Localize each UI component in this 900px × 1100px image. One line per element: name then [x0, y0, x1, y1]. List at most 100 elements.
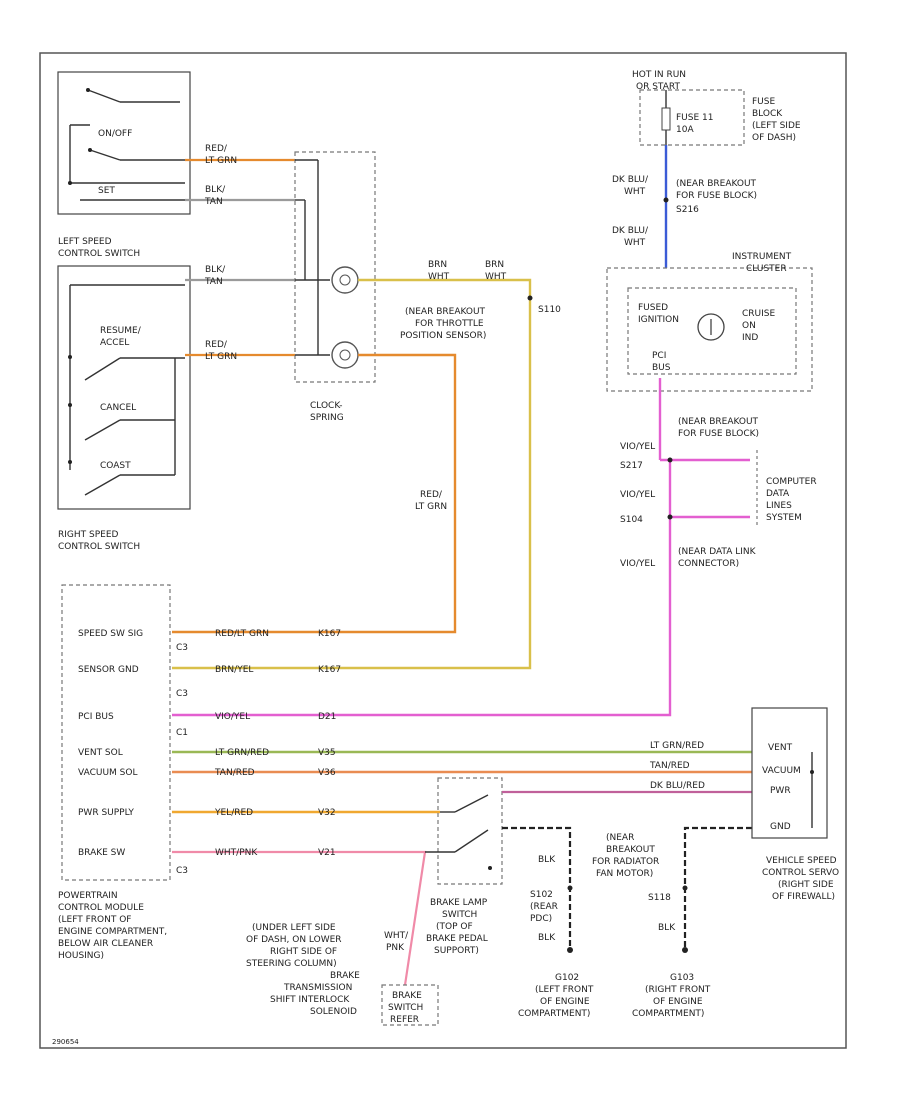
cluster-title-2: CLUSTER — [746, 264, 787, 274]
wire-label-dk-blu-bottom-2: WHT — [624, 238, 646, 248]
servo-title-1: VEHICLE SPEED — [766, 856, 837, 866]
data-system-1: COMPUTER — [766, 477, 817, 487]
right-switch-coast-label: COAST — [100, 461, 131, 471]
brake-lamp-label-3: (TOP OF — [436, 922, 473, 932]
wire-label-red-lt-grn-bottom-1: RED/ — [205, 340, 228, 350]
throttle-note-2: FOR THROTTLE — [415, 319, 484, 329]
left-switch-title-2: CONTROL SWITCH — [58, 249, 140, 259]
right-switch-resume-label-2: ACCEL — [100, 338, 129, 348]
servo-splice: S118 — [648, 893, 671, 903]
wire-label-brn-3: BRN — [485, 260, 504, 270]
servo-pin-pwr: PWR — [770, 786, 791, 796]
interlock-note-8: SOLENOID — [310, 1007, 357, 1017]
data-system-4: SYSTEM — [766, 513, 802, 523]
vehicle-speed-control-servo: VENT VACUUM PWR GND LT GRN/RED TAN/RED D… — [649, 707, 839, 902]
fuse-block: HOT IN RUN OR START FUSE 11 10A FUSE BLO… — [632, 70, 801, 146]
right-switch-resume-label-1: RESUME/ — [100, 326, 142, 336]
ground-g102-note-2: OF ENGINE — [540, 997, 590, 1007]
pcm-wire-5-circuit: V36 — [318, 768, 336, 778]
wire-label-blk-left: BLK — [538, 855, 556, 865]
pcm-wire-4-color: LT GRN/RED — [215, 748, 269, 758]
pcm-wire-4-circuit: V35 — [318, 748, 336, 758]
pcm-wire-2-circuit: K167 — [318, 665, 341, 675]
pcm-pin-sensor-gnd: SENSOR GND — [78, 665, 139, 675]
pcm-wire-7-color: WHT/PNK — [215, 848, 258, 858]
servo-pin-vent: VENT — [768, 743, 793, 753]
ground-g102-note-1: (LEFT FRONT — [535, 985, 594, 995]
clockspring-label-2: SPRING — [310, 413, 344, 423]
wire-label-blk-tan-bottom-2: TAN — [204, 277, 223, 287]
brake-lamp-label-5: SUPPORT) — [434, 946, 479, 956]
wire-label-dk-blu-top-2: WHT — [624, 187, 646, 197]
wire-label-brn-4: WHT — [485, 272, 507, 282]
right-switch-cancel-label: CANCEL — [100, 403, 136, 413]
fuse-to-cluster-wire: DK BLU/ WHT (NEAR BREAKOUT FOR FUSE BLOC… — [612, 145, 757, 268]
interlock-refer-2: SWITCH — [388, 1003, 423, 1013]
pcm-conn-c3b: C3 — [176, 689, 188, 699]
diagram-code: 290654 — [52, 1038, 79, 1046]
left-switch-set-label: SET — [98, 186, 115, 196]
servo-breakout-4: FAN MOTOR) — [596, 869, 653, 879]
powertrain-control-module: SPEED SW SIG C3 SENSOR GND C3 PCI BUS C1… — [58, 584, 188, 961]
cruise-indicator-lamp-icon — [697, 313, 725, 341]
interlock-note-5: BRAKE — [330, 971, 360, 981]
data-breakout-1: (NEAR BREAKOUT — [678, 417, 759, 427]
cluster-cruise-label-3: IND — [742, 333, 758, 343]
servo-breakout-3: FOR RADIATOR — [592, 857, 659, 867]
servo-pin-vacuum: VACUUM — [762, 766, 801, 776]
fuse-splice-label: S216 — [676, 205, 699, 215]
pcm-wire-5-color: TAN/RED — [214, 768, 255, 778]
pcm-wire-3-circuit: D21 — [318, 712, 336, 722]
fuse-note-3: (LEFT SIDE — [752, 121, 801, 131]
data-wire-code-3: VIO/YEL — [620, 559, 655, 569]
fuse-note-4: OF DASH) — [752, 133, 796, 143]
pcm-title-4: ENGINE COMPARTMENT, — [58, 927, 167, 937]
servo-title-4: OF FIREWALL) — [772, 892, 835, 902]
ground-g102-note-3: COMPARTMENT) — [518, 1009, 590, 1019]
pci-data-lines: (NEAR BREAKOUT FOR FUSE BLOCK) VIO/YEL S… — [172, 378, 817, 717]
pcm-conn-c3a: C3 — [176, 643, 188, 653]
brake-lamp-label-4: BRAKE PEDAL — [426, 934, 488, 944]
pcm-pin-pwr-supply: PWR SUPPLY — [78, 808, 134, 818]
pcm-title-2: CONTROL MODULE — [58, 903, 144, 913]
wire-label-dk-blu-bottom-1: DK BLU/ — [612, 226, 649, 236]
wire-label-wht-pnk-2: PNK — [386, 943, 405, 953]
cluster-pci-label-1: PCI — [652, 351, 666, 361]
ground-g103-note-2: OF ENGINE — [653, 997, 703, 1007]
pcm-conn-c1: C1 — [176, 728, 188, 738]
pcm-pin-pci-bus: PCI BUS — [78, 712, 114, 722]
right-speed-control-switch: RESUME/ ACCEL CANCEL COAST RIGHT SPEED C… — [57, 265, 191, 552]
right-switch-title-1: RIGHT SPEED — [58, 530, 119, 540]
interlock-note-2: OF DASH, ON LOWER — [246, 935, 342, 945]
cluster-cruise-label-2: ON — [742, 321, 756, 331]
servo-breakout-2: BREAKOUT — [606, 845, 655, 855]
data-splice-s104: S104 — [620, 515, 643, 525]
fuse-breakout-2: FOR FUSE BLOCK) — [676, 191, 757, 201]
pcm-title-1: POWERTRAIN — [58, 891, 118, 901]
right-switch-title-2: CONTROL SWITCH — [58, 542, 140, 552]
diagram-border — [39, 52, 847, 1049]
wire-label-brn-1: BRN — [428, 260, 447, 270]
cluster-pci-label-2: BUS — [652, 363, 671, 373]
servo-title-2: CONTROL SERVO — [762, 868, 839, 878]
data-splice-s217: S217 — [620, 461, 643, 471]
throttle-note-1: (NEAR BREAKOUT — [405, 307, 486, 317]
servo-breakout-1: (NEAR — [606, 833, 634, 843]
wire-label-red-lt-grn-vert-2: LT GRN — [415, 502, 447, 512]
data-dlc-1: (NEAR DATA LINK — [678, 547, 757, 557]
data-system-3: LINES — [766, 501, 792, 511]
fuse-or-start-label: OR START — [636, 82, 680, 92]
pcm-title-3: (LEFT FRONT OF — [58, 915, 131, 925]
brake-lamp-switch: BRAKE LAMP SWITCH (TOP OF BRAKE PEDAL SU… — [425, 777, 752, 956]
throttle-note-3: POSITION SENSOR) — [400, 331, 486, 341]
pcm-conn-c3c: C3 — [176, 866, 188, 876]
fuse-note-1: FUSE — [752, 97, 775, 107]
ground-s102-note-1: (REAR — [530, 902, 558, 912]
shift-interlock-note: WHT/ PNK (UNDER LEFT SIDE OF DASH, ON LO… — [246, 923, 439, 1026]
left-switch-title-1: LEFT SPEED — [58, 237, 112, 247]
fuse-breakout-1: (NEAR BREAKOUT — [676, 179, 757, 189]
instrument-cluster: INSTRUMENT CLUSTER FUSED IGNITION CRUISE… — [606, 252, 813, 392]
cluster-cruise-label-1: CRUISE — [742, 309, 775, 319]
pcm-pin-vacuum-sol: VACUUM SOL — [78, 768, 137, 778]
